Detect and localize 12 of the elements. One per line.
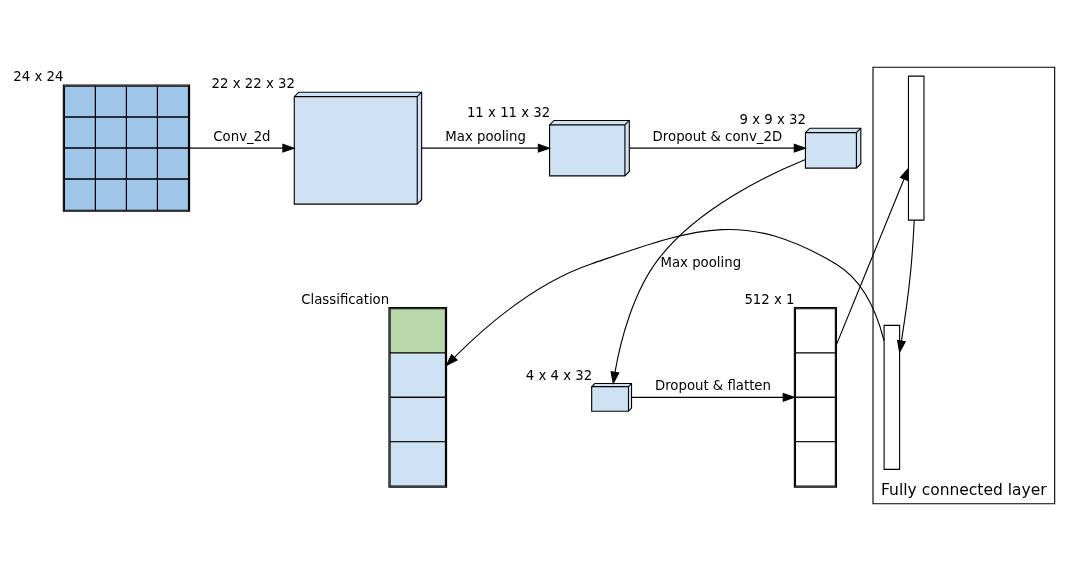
node-label: 22 x 22 x 32 — [211, 75, 295, 91]
edge-label: Max pooling — [445, 128, 526, 144]
node-label: 24 x 24 — [13, 68, 64, 84]
node-label: 11 x 11 x 32 — [466, 104, 551, 120]
node-label: 512 x 1 — [744, 291, 795, 307]
edge-label: Dropout & flatten — [654, 377, 771, 393]
edge-label: Dropout & conv_2D — [652, 128, 783, 144]
node-label: 9 x 9 x 32 — [739, 111, 806, 127]
node-label: 4 x 4 x 32 — [525, 367, 593, 383]
edge-label: Conv_2d — [213, 128, 271, 144]
node-label: Classification — [301, 291, 390, 307]
edge-label: Max pooling — [660, 254, 742, 270]
